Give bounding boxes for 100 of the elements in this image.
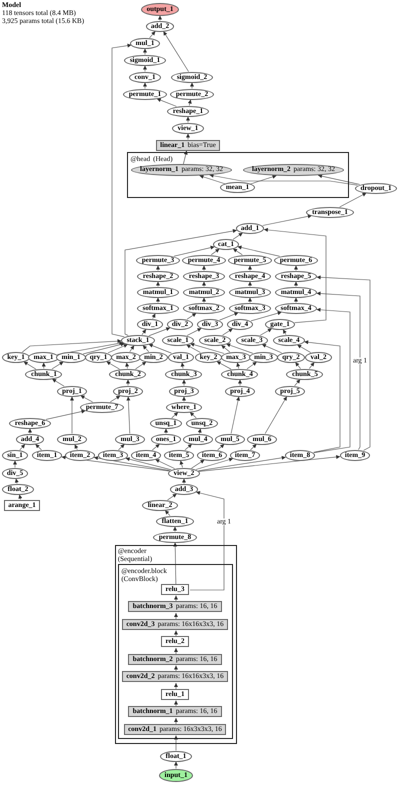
- arrow: [221, 344, 230, 352]
- arrow: [143, 82, 147, 89]
- arrow: [180, 460, 184, 468]
- layer-ellipse: [98, 450, 128, 460]
- layer-ellipse: [136, 318, 164, 330]
- layer-ellipse: [172, 122, 204, 134]
- layer-ellipse: [221, 368, 258, 380]
- layer-ellipse: [150, 434, 182, 444]
- arrow: [173, 542, 178, 585]
- layer-ellipse: [274, 302, 318, 314]
- arrow: [156, 297, 160, 303]
- arrow: [232, 248, 243, 256]
- layer-ellipse: [142, 500, 178, 510]
- arrow: [316, 292, 360, 450]
- layer-box: [156, 140, 220, 150]
- layer-ellipse: [196, 450, 228, 460]
- arrow: [52, 378, 64, 387]
- arrow: [232, 232, 244, 240]
- arrow: [74, 444, 78, 450]
- arrow: [174, 735, 178, 751]
- arrow: [182, 379, 186, 386]
- arrow: [143, 48, 147, 55]
- arrow: [230, 396, 240, 434]
- layer-ellipse: [57, 434, 87, 444]
- layer-box: [4, 500, 40, 510]
- arrow: [186, 328, 202, 336]
- layer-ellipse: [272, 334, 306, 346]
- arrow: [226, 343, 254, 354]
- layer-ellipse: [80, 402, 124, 412]
- arrow: [296, 344, 312, 353]
- arrow: [294, 265, 298, 271]
- arrow: [167, 494, 178, 500]
- layer-ellipse: [109, 368, 146, 380]
- layer-ellipse: [306, 206, 354, 218]
- arrow: [186, 344, 201, 353]
- layer-ellipse: [170, 484, 198, 494]
- arrow: [250, 174, 277, 184]
- arrow: [106, 361, 120, 370]
- arrow: [174, 648, 178, 655]
- layer-ellipse: [198, 334, 232, 346]
- layer-ellipse: [25, 368, 62, 380]
- arrow: [156, 281, 160, 287]
- layer-ellipse: [182, 302, 226, 314]
- arrow: [164, 428, 168, 434]
- input-ellipse: [159, 768, 193, 782]
- layer-ellipse: [274, 254, 318, 266]
- arrow: [238, 379, 242, 386]
- layer-box: [128, 654, 222, 664]
- arrow: [260, 328, 272, 336]
- layer-ellipse: [28, 352, 59, 362]
- arrow: [124, 229, 238, 336]
- arrow: [198, 456, 286, 472]
- layer-ellipse: [196, 318, 224, 330]
- layer-ellipse: [165, 368, 202, 380]
- arrow: [14, 478, 19, 484]
- arrow: [294, 281, 298, 287]
- arrow: [155, 459, 175, 469]
- arrow: [82, 342, 125, 354]
- output-ellipse: [140, 2, 180, 16]
- arrow: [186, 312, 197, 320]
- layer-ellipse: [212, 238, 240, 250]
- arrow: [295, 362, 301, 369]
- arrow: [174, 612, 178, 620]
- layer-ellipse: [354, 182, 398, 194]
- layer-ellipse: [236, 334, 268, 346]
- arrow: [172, 412, 178, 418]
- module-cluster: [114, 544, 238, 744]
- layer-ellipse: [166, 402, 202, 412]
- layer-ellipse: [215, 434, 245, 444]
- layer-ellipse: [168, 386, 200, 396]
- arrow: [182, 478, 186, 484]
- arrow: [202, 281, 206, 287]
- arrow: [18, 494, 22, 500]
- arrow: [112, 44, 132, 338]
- arrow: [35, 444, 42, 450]
- arrow: [148, 344, 172, 354]
- layer-ellipse: [152, 532, 198, 542]
- layer-ellipse: [170, 88, 214, 100]
- arrow: [191, 460, 205, 468]
- layer-ellipse: [228, 254, 272, 266]
- arrow: [152, 444, 160, 450]
- layer-box: [161, 584, 189, 594]
- layer-ellipse: [166, 106, 210, 116]
- layer-ellipse: [146, 20, 174, 32]
- layer-ellipse: [228, 270, 272, 282]
- layer-ellipse: [110, 352, 142, 362]
- layer-ellipse: [274, 270, 318, 282]
- arrow: [126, 379, 130, 386]
- layer-ellipse: [168, 352, 194, 362]
- layer-ellipse: [228, 302, 272, 314]
- arrow: [13, 460, 17, 468]
- layer-ellipse: [2, 468, 28, 478]
- layer-ellipse: [129, 72, 161, 82]
- arrow: [22, 339, 122, 352]
- layer-ellipse: [150, 418, 182, 428]
- arrow: [174, 700, 178, 708]
- arrow: [108, 344, 128, 354]
- layer-ellipse: [121, 334, 155, 346]
- layer-ellipse: [274, 386, 306, 396]
- layer-ellipse: [156, 516, 194, 526]
